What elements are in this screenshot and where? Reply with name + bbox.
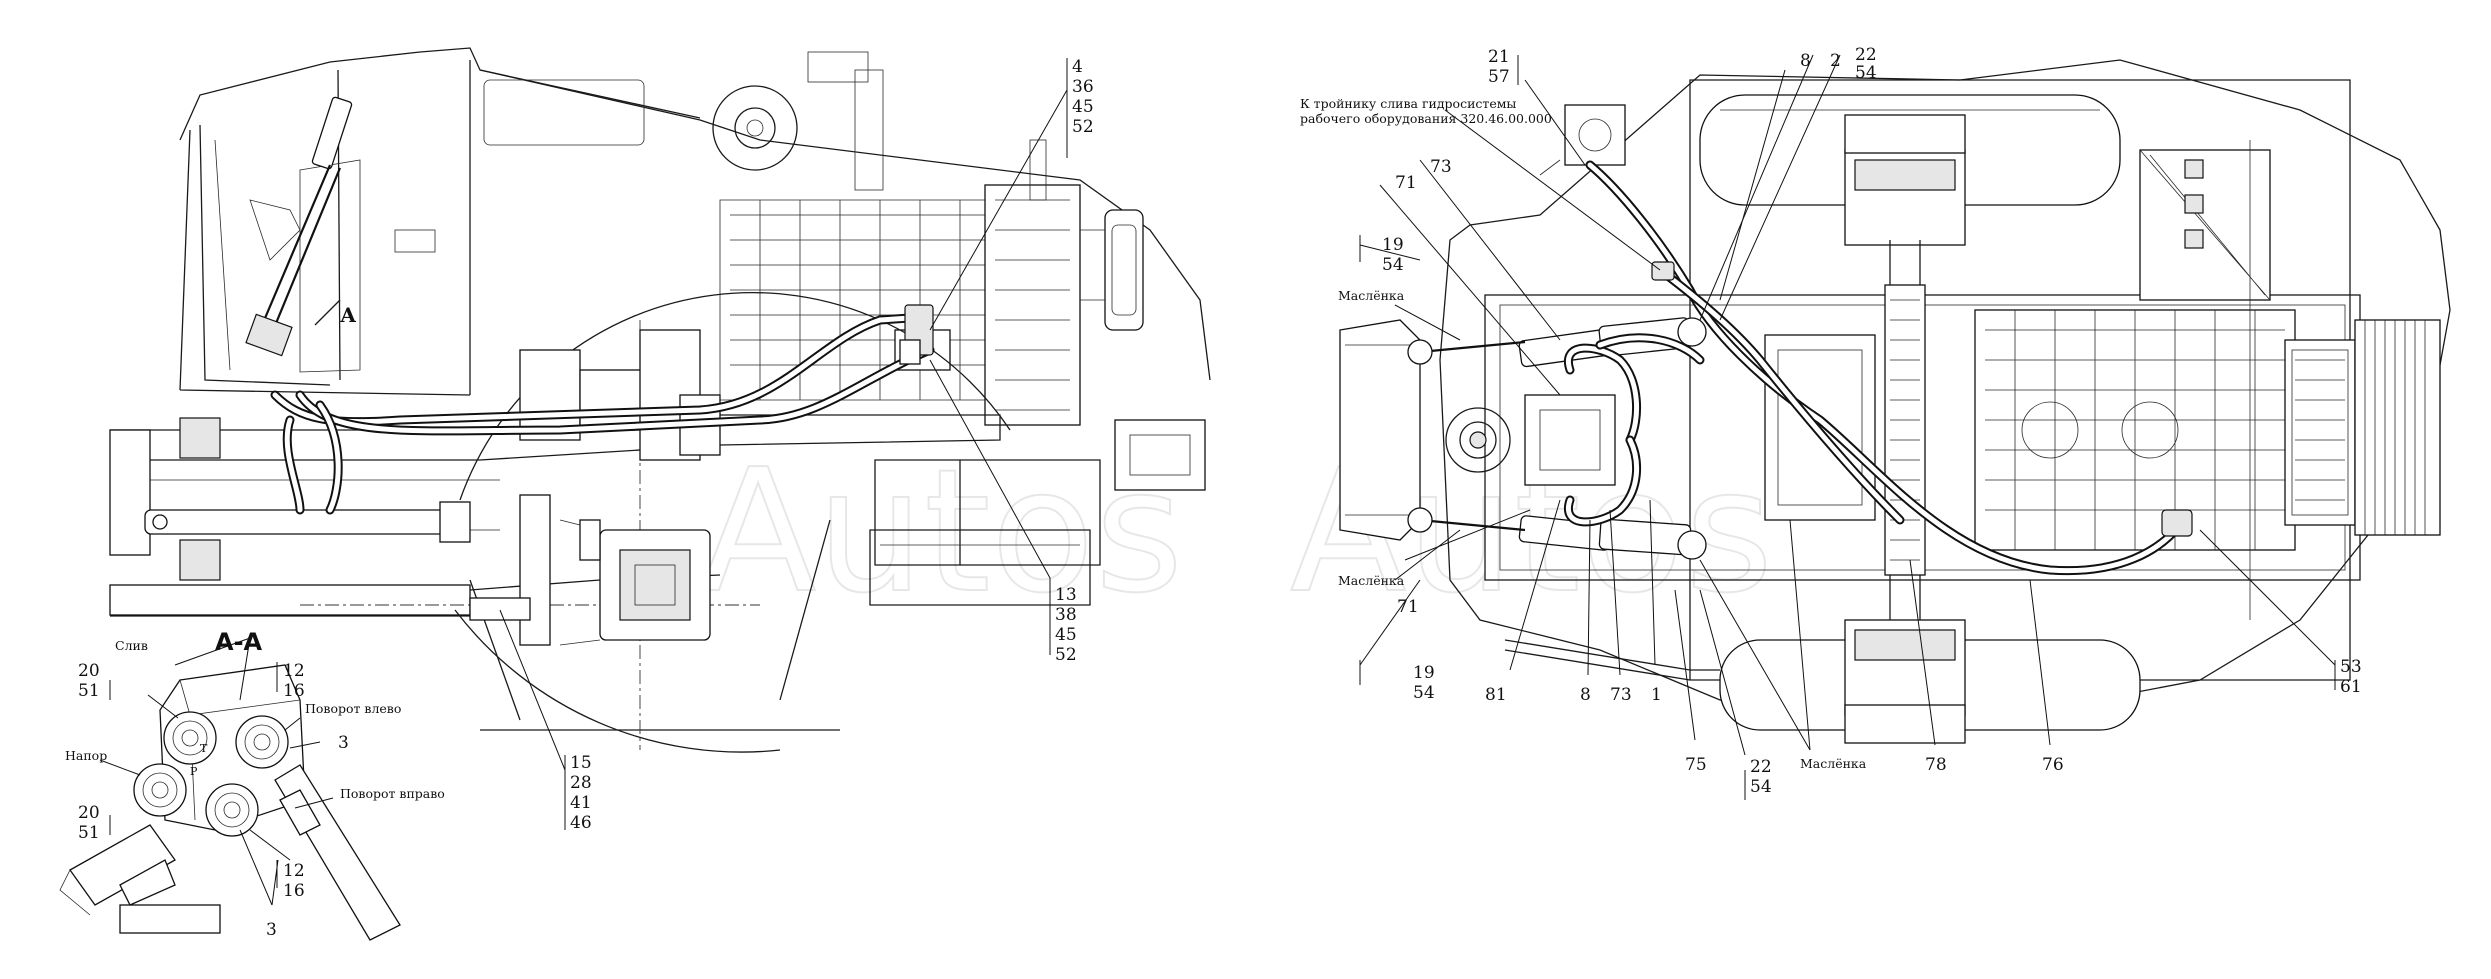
callout-number: 22	[1855, 45, 1877, 65]
callout-20-51-top: 20 51	[78, 661, 100, 701]
callout-number: 51	[78, 823, 100, 843]
note-line-2: рабочего оборудования 320.46.00.000	[1300, 111, 1552, 126]
callout-number: 57	[1488, 67, 1510, 87]
side-leaders	[499, 58, 1068, 830]
note-line-1: К тройнику слива гидросистемы	[1300, 96, 1516, 111]
callout-1: 1	[1651, 685, 1662, 705]
callout-21-57: 21 57	[1488, 47, 1510, 87]
callout-number: 51	[78, 681, 100, 701]
turn-left-label: Поворот влево	[305, 701, 401, 716]
callout-number: 19	[1382, 235, 1404, 255]
callout-number: 22	[1750, 757, 1772, 777]
callout-75: 75	[1685, 755, 1707, 775]
callout-number: 36	[1072, 77, 1094, 97]
pressure-label: Напор	[65, 748, 107, 763]
callout-12-16-bottom: 12 16	[283, 861, 305, 901]
callout-78: 78	[1925, 755, 1947, 775]
callout-15-28-41-46: 15 28 41 46	[570, 753, 592, 833]
callout-20-51-bottom: 20 51	[78, 803, 100, 843]
drain-label: Слив	[115, 638, 148, 653]
steering-column: А	[245, 96, 357, 357]
transmission	[469, 329, 721, 646]
callout-number: 45	[1072, 97, 1094, 117]
callout-53-61: 53 61	[2340, 657, 2362, 697]
callout-13-38-45-52: 13 38 45 52	[1055, 585, 1077, 665]
oiler-label-top: Маслёнка	[1338, 288, 1405, 303]
oiler-label-bottom: Маслёнка	[1800, 756, 1867, 771]
callout-3-top: 3	[338, 733, 349, 753]
callout-73-top: 73	[1430, 157, 1452, 177]
callout-number: 54	[1750, 777, 1772, 797]
callout-number: 19	[1413, 663, 1435, 683]
callout-number: 12	[283, 661, 305, 681]
callout-2: 2	[1830, 51, 1841, 71]
callout-number: 52	[1072, 117, 1094, 137]
callout-number: 38	[1055, 605, 1077, 625]
plan-view	[1339, 54, 2451, 800]
callout-number: 4	[1072, 57, 1083, 77]
section-arrow-letter: А	[340, 303, 357, 327]
callout-number: 53	[2340, 657, 2362, 677]
callout-number: 21	[1488, 47, 1510, 67]
section-a-a-inset: А-А T P	[59, 628, 401, 941]
callout-76: 76	[2042, 755, 2064, 775]
fuel-tank	[869, 419, 1206, 606]
callout-12-16-top: 12 16	[283, 661, 305, 701]
callout-number: 61	[2340, 677, 2362, 697]
callout-19-54-top: 19 54	[1382, 235, 1404, 275]
hoses-side	[270, 304, 935, 515]
callout-4-36-45-52: 4 36 45 52	[1072, 57, 1094, 137]
callout-number: 54	[1855, 63, 1877, 83]
callout-8-bottom: 8	[1580, 685, 1591, 705]
watermark-left: Autos	[700, 433, 1183, 631]
callout-number: 20	[78, 803, 100, 823]
turn-right-label: Поворот вправо	[340, 786, 445, 801]
engine	[712, 51, 1144, 426]
callout-19-54-bottom: 19 54	[1413, 663, 1435, 703]
callout-22-54-top: 22 54	[1855, 45, 1877, 83]
callout-number: 46	[570, 813, 592, 833]
callout-number: 54	[1413, 683, 1435, 703]
callout-number: 15	[570, 753, 592, 773]
callout-number: 16	[283, 881, 305, 901]
callout-71-top: 71	[1395, 173, 1417, 193]
callout-73-bottom: 73	[1610, 685, 1632, 705]
callout-number: 54	[1382, 255, 1404, 275]
callout-number: 41	[570, 793, 592, 813]
callout-number: 52	[1055, 645, 1077, 665]
callout-8-top: 8	[1800, 51, 1811, 71]
callout-81: 81	[1485, 685, 1507, 705]
callout-number: 16	[283, 681, 305, 701]
oiler-label-left: Маслёнка	[1338, 573, 1405, 588]
callout-number: 28	[570, 773, 592, 793]
callout-number: 12	[283, 861, 305, 881]
callout-22-54-bottom: 22 54	[1750, 757, 1772, 797]
callout-71-bottom: 71	[1397, 597, 1419, 617]
callout-number: 13	[1055, 585, 1077, 605]
side-view: А	[109, 47, 1211, 830]
frame	[109, 414, 1001, 617]
callout-number: 20	[78, 661, 100, 681]
callout-number: 45	[1055, 625, 1077, 645]
port-p-label: P	[190, 765, 198, 778]
callout-3-bottom: 3	[266, 920, 277, 940]
port-t-label: T	[200, 742, 208, 755]
